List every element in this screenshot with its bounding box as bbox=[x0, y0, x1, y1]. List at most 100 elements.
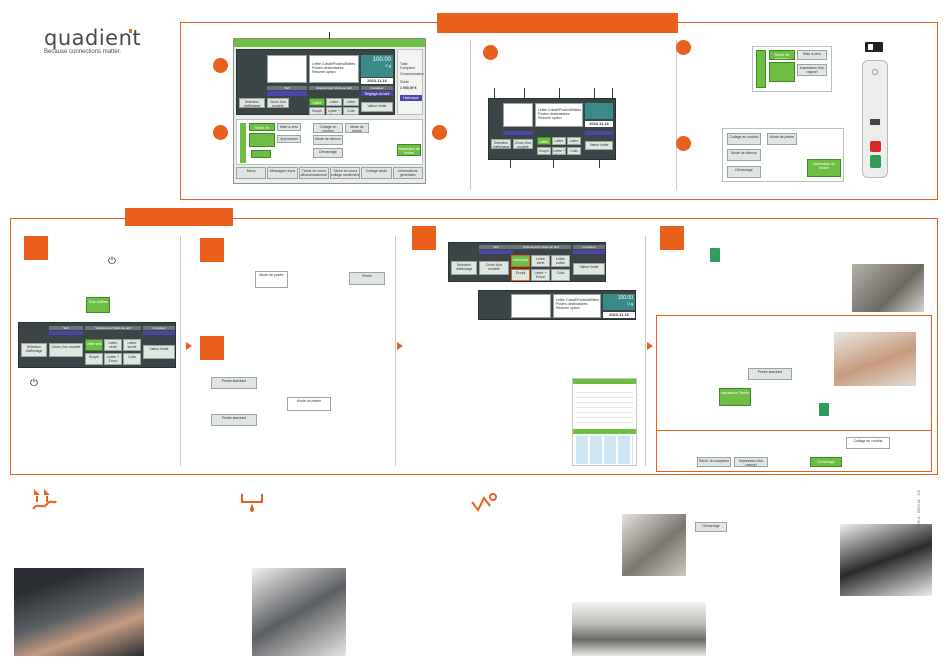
rate-lettre-envoi[interactable]: Lettre + Envoi bbox=[326, 107, 342, 115]
tarif-chip[interactable] bbox=[267, 91, 307, 96]
green-chip-small[interactable] bbox=[251, 150, 271, 158]
counter-panel bbox=[249, 133, 275, 147]
s1-rate-verte[interactable]: Lettre verte bbox=[104, 339, 122, 351]
rate-ecopli[interactable]: Ecopli bbox=[309, 107, 325, 115]
s2-weigh-button[interactable]: Mode de pesée bbox=[255, 271, 288, 288]
nav-general-info[interactable]: Informations générales bbox=[392, 167, 423, 179]
s1-right-chip[interactable] bbox=[143, 331, 175, 335]
mid-limit-button[interactable]: Valeur limite bbox=[585, 141, 613, 150]
nav-menu[interactable]: Menu bbox=[236, 167, 267, 179]
s5-mini-btn-1[interactable]: Réinit. du compteur bbox=[697, 457, 731, 467]
history-button[interactable]: Historique bbox=[400, 95, 422, 101]
right-print-stamp-btn[interactable]: Impression de timbre bbox=[807, 159, 841, 177]
mid-rate-prio[interactable]: Lettre prio bbox=[537, 137, 551, 145]
s5-mini-btn-2[interactable]: Impression d'un rapport bbox=[734, 457, 768, 467]
s4-limit-button[interactable]: Valeur limite bbox=[573, 263, 605, 275]
power-switch[interactable] bbox=[865, 42, 883, 52]
bottom-start-button[interactable]: Démarrage bbox=[695, 522, 727, 532]
rate-lettre-verte[interactable]: Lettre verte bbox=[326, 98, 342, 106]
choose-model-button[interactable]: Choix d'un modèle bbox=[267, 98, 289, 108]
nav-task-gluing[interactable]: Tâche en cours collage seulement bbox=[329, 167, 361, 179]
mid-rate-envoi[interactable]: Lettre + Envoi bbox=[552, 147, 566, 155]
zero-button[interactable]: Mise à zéro bbox=[277, 123, 301, 131]
tarif-right-chip[interactable]: Réglage du tarif bbox=[361, 91, 393, 96]
right-zero-btn[interactable]: Mise à zéro bbox=[797, 50, 827, 60]
rate-lettre-prio[interactable]: Lettre prio bbox=[309, 98, 325, 106]
mid-rate-ecopli[interactable]: Ecopli bbox=[537, 147, 551, 155]
step1-green-button[interactable]: Tous chiffres bbox=[86, 297, 110, 313]
s4-rate-envoi[interactable]: Lettre + Envoi bbox=[531, 269, 550, 281]
s4-rate-verte[interactable]: Lettre verte bbox=[531, 255, 550, 267]
s3-standard-button-2[interactable]: Pesée standard bbox=[211, 414, 257, 426]
s4-right-chip[interactable] bbox=[573, 250, 605, 254]
s4-rate-ecopli[interactable]: Ecopli bbox=[511, 269, 530, 281]
col-hdr-mid: Sélectionnez Mode de tarif bbox=[309, 86, 359, 90]
mid-model-button[interactable]: Choix d'un modèle bbox=[513, 139, 533, 149]
mid-tarif-right-chip[interactable] bbox=[585, 131, 613, 135]
brand-name: quadient bbox=[44, 26, 142, 50]
weigh-mode-button[interactable]: Mode de pesée bbox=[345, 123, 369, 133]
s4-rate-prio[interactable]: Lettre prio bbox=[511, 255, 530, 267]
s1-rate-prio[interactable]: Lettre prio bbox=[85, 339, 103, 351]
s1-rate-suivie[interactable]: Lettre suivie bbox=[123, 339, 141, 351]
step-3-marker bbox=[200, 336, 224, 360]
mid-rate-colis[interactable]: Colis bbox=[567, 147, 581, 155]
rate-colis[interactable]: Colis bbox=[343, 107, 359, 115]
counter-reset-button[interactable]: Réinit. du compteur bbox=[249, 123, 275, 131]
nav-task-franking[interactable]: Tâche en cours affranchissement bbox=[298, 167, 329, 179]
green-gauge bbox=[240, 123, 246, 163]
s1-limit-button[interactable]: Valeur limite bbox=[143, 345, 175, 359]
mid-tarif-chip[interactable] bbox=[503, 131, 533, 135]
mid-rate-verte[interactable]: Lettre verte bbox=[552, 137, 566, 145]
panel-key[interactable] bbox=[870, 119, 880, 125]
right-print-btn[interactable]: Impression d'un rapport bbox=[797, 64, 827, 76]
s3-weigh-button[interactable]: Mode de pesée bbox=[287, 397, 331, 411]
right-counter-panel bbox=[769, 62, 795, 82]
s5-collage-button[interactable]: Collage en continu bbox=[846, 437, 890, 449]
silence-mode-button[interactable]: Mode de silence bbox=[313, 135, 343, 145]
right-collage-btn[interactable]: Collage en continu bbox=[727, 133, 761, 145]
collage-button[interactable]: Collage en continu bbox=[313, 123, 343, 133]
display-select-button[interactable]: Sélection d'affichage bbox=[239, 98, 265, 108]
panel-red-button[interactable] bbox=[870, 141, 881, 152]
nav-messages[interactable]: Messages reçus bbox=[267, 167, 298, 179]
s1-tarif-chip[interactable] bbox=[49, 331, 83, 335]
mid-display-button[interactable]: Sélection d'affichage bbox=[491, 139, 511, 149]
start-button-small[interactable]: Démarrage bbox=[313, 148, 343, 158]
limit-value-button[interactable]: Valeur limite bbox=[361, 102, 393, 112]
path-icon bbox=[470, 492, 498, 514]
s4-display-button[interactable]: Sélection d'affichage bbox=[451, 261, 477, 275]
mid-leader-7 bbox=[553, 160, 554, 168]
s1-display-button[interactable]: Sélection d'affichage bbox=[21, 343, 47, 357]
s4-tarif-chip[interactable] bbox=[479, 250, 513, 254]
s5-standard-button[interactable]: Pesée standard bbox=[748, 368, 792, 380]
print-stamp-button[interactable]: Impression de timbre bbox=[397, 144, 421, 156]
s1-model-button[interactable]: Choix d'un modèle bbox=[49, 343, 83, 357]
s1-rate-envoi[interactable]: Lettre + Envoi bbox=[104, 353, 122, 365]
s5-green-icon-2[interactable] bbox=[819, 403, 829, 416]
nav-gluing-only[interactable]: Collage seule bbox=[361, 167, 392, 179]
s4-rate-colis[interactable]: Colis bbox=[551, 269, 570, 281]
right-weigh-btn[interactable]: Mode de pesée bbox=[767, 133, 797, 145]
print-report-small[interactable]: Impression d'un rapport bbox=[277, 135, 301, 143]
s1-rate-colis[interactable]: Colis bbox=[123, 353, 141, 365]
step-2-marker bbox=[200, 238, 224, 262]
rate-lettre-suivie[interactable]: Lettre suivie bbox=[343, 98, 359, 106]
right-counter-btn[interactable]: Réinit. du compteur bbox=[769, 50, 795, 60]
callout-dot-6 bbox=[676, 136, 691, 151]
s5-mini-green[interactable]: Démarrage bbox=[810, 457, 842, 467]
s5-green-icon[interactable] bbox=[710, 248, 720, 262]
s4-model-button[interactable]: Choix d'un modèle bbox=[479, 261, 509, 275]
s5-print-stamp-button[interactable]: Impression Timbre bbox=[719, 388, 751, 406]
panel-green-button[interactable] bbox=[870, 155, 881, 168]
s2-pesee-button[interactable]: Pesée bbox=[349, 272, 385, 285]
right-silence-btn[interactable]: Mode de silence bbox=[727, 149, 761, 161]
s1-rate-ecopli[interactable]: Ecopli bbox=[85, 353, 103, 365]
right-start-btn[interactable]: Démarrage bbox=[727, 166, 761, 178]
mid-address-box: Lettre Cobalt/Poste/Affiliées Postes des… bbox=[535, 103, 583, 127]
mid-rate-suivie[interactable]: Lettre suivie bbox=[567, 137, 581, 145]
s3-standard-button-1[interactable]: Pesée standard bbox=[211, 377, 257, 389]
s4-rate-suivie[interactable]: Lettre suivie bbox=[551, 255, 570, 267]
s4b-date: 2023.11.16 bbox=[603, 312, 635, 318]
step4-list-screenshot bbox=[572, 378, 637, 466]
